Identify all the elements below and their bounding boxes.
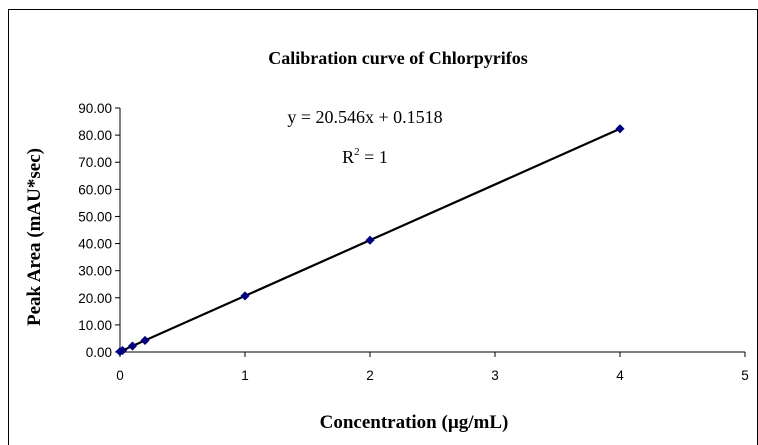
y-tick-label: 80.00 <box>78 128 112 143</box>
x-tick-label: 3 <box>491 368 499 383</box>
x-tick-label: 4 <box>616 368 624 383</box>
x-tick-label: 2 <box>366 368 374 383</box>
y-axis-title: Peak Area (mAU*sec) <box>24 148 45 326</box>
r-squared-prefix: R <box>342 147 354 167</box>
x-axis-title: Concentration (µg/mL) <box>320 412 509 433</box>
y-tick-label: 20.00 <box>78 291 112 306</box>
y-tick-label: 10.00 <box>78 318 112 333</box>
x-tick-label: 1 <box>241 368 249 383</box>
x-tick-label: 5 <box>741 368 749 383</box>
y-tick-label: 60.00 <box>78 182 112 197</box>
y-tick-label: 70.00 <box>78 155 112 170</box>
data-point <box>240 291 250 301</box>
r-squared-suffix: = 1 <box>360 147 388 167</box>
chart-title: Calibration curve of Chlorpyrifos <box>268 48 527 68</box>
data-point <box>615 124 625 134</box>
x-tick-label: 0 <box>116 368 124 383</box>
trendline-equation: y = 20.546x + 0.1518 <box>287 107 442 127</box>
x-axis: 0 1 2 3 4 5 <box>116 351 749 383</box>
y-tick-label: 90.00 <box>78 101 112 116</box>
chart-frame <box>8 9 758 445</box>
data-point <box>140 335 150 346</box>
y-tick-label: 30.00 <box>78 264 112 279</box>
r-squared-label: R2 = 1 <box>342 146 388 167</box>
data-point <box>117 345 128 356</box>
r-squared-sup: 2 <box>354 146 360 158</box>
data-point <box>365 235 375 245</box>
y-tick-label: 40.00 <box>78 237 112 252</box>
data-point <box>127 341 138 351</box>
y-tick-label: 50.00 <box>78 209 112 224</box>
data-markers <box>115 124 625 357</box>
y-axis: 0.00 10.00 20.00 30.00 40.00 50.00 60.00 70.00 8… <box>78 101 121 360</box>
y-tick-label: 0.00 <box>86 345 112 360</box>
